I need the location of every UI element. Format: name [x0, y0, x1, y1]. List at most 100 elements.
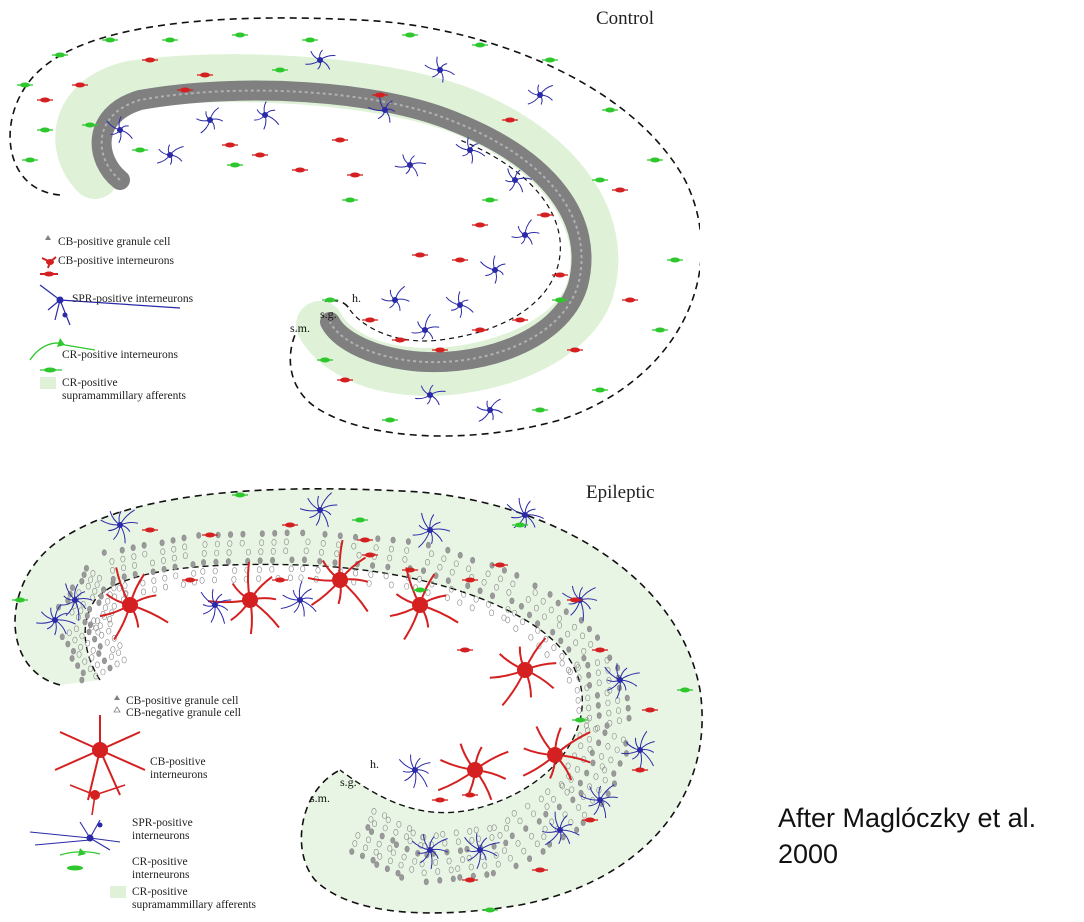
granule-cell — [558, 781, 564, 788]
granule-cell — [89, 594, 95, 602]
cr-interneuron — [602, 107, 618, 113]
cb-interneuron — [347, 172, 363, 178]
epileptic-granular-label: s.g. — [340, 775, 357, 789]
spr-interneuron — [464, 833, 500, 869]
legend-cr-afferents-swatch — [40, 377, 56, 389]
granule-cell — [548, 606, 554, 614]
granule-cell — [566, 676, 572, 684]
spr-interneuron — [254, 101, 280, 130]
granule-cell — [171, 554, 177, 562]
granule-cell — [82, 618, 88, 626]
control-legend-cb-interneuron: CB-positive interneurons — [58, 255, 174, 267]
granule-cell — [93, 672, 99, 680]
granule-cell — [369, 828, 375, 836]
granule-cell — [607, 654, 613, 662]
granule-cell — [399, 874, 405, 881]
granule-cell — [536, 818, 542, 825]
granule-cell — [73, 625, 79, 633]
cb-interneuron-large — [437, 743, 509, 801]
granule-cell — [531, 810, 537, 818]
granule-cell — [111, 584, 117, 592]
granule-cell — [173, 572, 179, 580]
control-afferent-band — [55, 54, 619, 396]
granule-cell — [567, 668, 573, 676]
granule-cell — [540, 848, 546, 855]
granule-cell — [506, 589, 512, 596]
spr-interneuron — [476, 398, 503, 422]
granule-cell — [555, 599, 561, 607]
spr-interneuron — [527, 84, 553, 105]
granule-cell — [111, 635, 117, 642]
granule-cell — [355, 832, 361, 839]
granule-cell — [574, 826, 580, 834]
granule-cell — [101, 586, 107, 594]
granule-cell — [87, 665, 93, 673]
control-legend-spr-interneuron: SPR-positive interneurons — [72, 293, 194, 305]
cb-interneuron — [632, 767, 648, 773]
granule-cell — [100, 668, 106, 676]
granule-cell — [465, 582, 471, 590]
granule-cell — [232, 567, 238, 574]
granule-cell — [227, 540, 233, 547]
granule-cell — [370, 562, 376, 569]
granule-cell — [457, 874, 463, 881]
cb-interneuron — [202, 532, 218, 538]
granule-cell — [106, 627, 112, 635]
granule-cell — [79, 632, 85, 640]
cb-interneuron — [357, 537, 373, 543]
control-legend: CB-positive granule cell CB-positive int… — [29, 235, 194, 402]
granule-cell — [181, 534, 187, 542]
granule-cell — [387, 554, 393, 562]
granule-cell — [433, 832, 439, 839]
granule-cell — [99, 631, 105, 639]
granule-cell — [365, 824, 371, 831]
spr-interneuron — [412, 512, 451, 548]
granule-cell — [551, 796, 557, 803]
granule-cell — [201, 550, 207, 557]
granule-cell — [300, 529, 306, 537]
granule-cell — [584, 684, 590, 692]
granule-cell — [576, 707, 582, 714]
epileptic-hilus-label: h. — [370, 757, 379, 771]
granule-cell — [95, 628, 101, 636]
granule-cell — [515, 840, 521, 847]
spr-interneuron — [394, 154, 427, 177]
granule-cell — [403, 833, 409, 840]
granule-cell — [404, 547, 410, 554]
granule-cell — [540, 597, 546, 605]
granule-cell — [606, 709, 612, 717]
granule-cell — [594, 634, 600, 641]
control-molecular-label: s.m. — [290, 321, 310, 335]
granule-cell — [457, 551, 463, 559]
granule-cell — [541, 613, 547, 621]
granule-cell — [130, 544, 136, 552]
granule-cell — [388, 581, 394, 589]
cb-interneuron — [512, 317, 528, 323]
granule-cell — [88, 576, 94, 584]
granule-cell — [383, 572, 389, 580]
granule-cell — [401, 853, 407, 861]
granule-cell — [578, 789, 584, 797]
spr-interneuron — [505, 168, 532, 193]
granule-cell — [84, 612, 90, 619]
granule-cell — [196, 532, 202, 539]
granule-cell — [453, 560, 459, 568]
granule-cell — [570, 796, 576, 804]
spr-interneuron — [196, 107, 223, 134]
granule-cell — [382, 812, 388, 819]
granule-cell — [510, 580, 516, 588]
cb-interneuron — [142, 57, 158, 63]
spr-interneuron — [455, 137, 486, 164]
control-legend-cr-interneuron: CR-positive interneurons — [62, 349, 178, 361]
granule-cell — [518, 602, 524, 610]
granule-cell — [72, 636, 78, 644]
granule-cell — [257, 557, 263, 564]
granule-cell — [535, 620, 541, 627]
granule-cell — [182, 552, 188, 559]
granule-cell — [565, 630, 571, 638]
cb-interneuron — [362, 317, 378, 323]
granule-cell — [593, 725, 599, 733]
granule-cell — [533, 604, 539, 612]
granule-cell — [121, 573, 127, 581]
cb-interneuron — [537, 212, 553, 218]
